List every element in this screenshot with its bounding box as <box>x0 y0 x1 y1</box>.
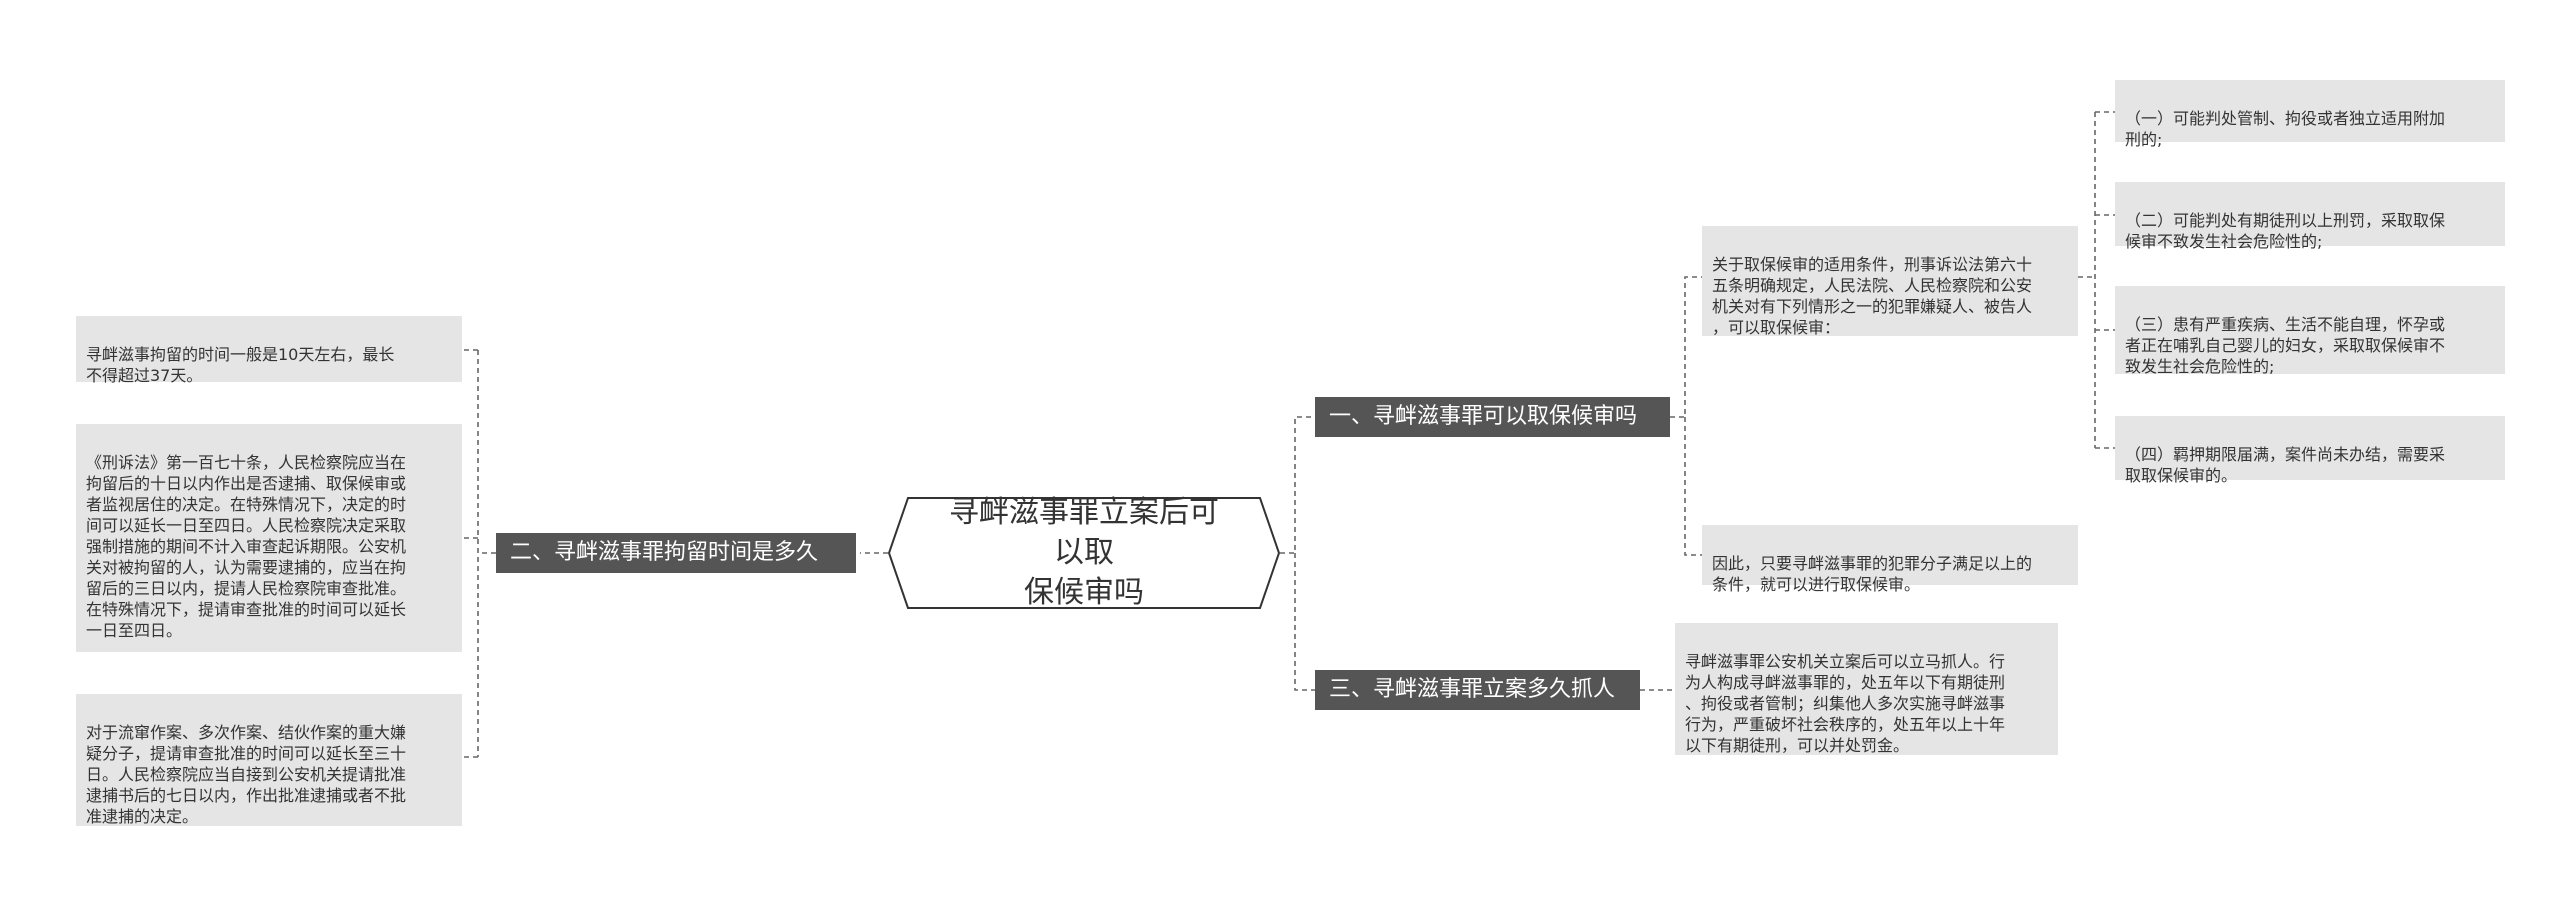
condition-item-2-text: （二）可能判处有期徒刑以上刑罚，采取取保 候审不致发生社会危险性的; <box>2125 211 2446 251</box>
link-b1-conditions <box>1670 276 1702 418</box>
b3-leaf-1-text: 寻衅滋事罪公安机关立案后可以立马抓人。行 为人构成寻衅滋事罪的，处五年以下有期徒… <box>1685 652 2006 755</box>
condition-item-3-text: （三）患有严重疾病、生活不能自理，怀孕或 者正在哺乳自己婴儿的妇女，采取取保候审… <box>2125 315 2446 376</box>
b2-leaf-3[interactable]: 对于流窜作案、多次作案、结伙作案的重大嫌 疑分子，提请审查批准的时间可以延长至三… <box>76 694 462 826</box>
root-hexagon-shape <box>888 497 1280 609</box>
b2-leaf-1-text: 寻衅滋事拘留的时间一般是10天左右，最长 不得超过37天。 <box>86 345 395 385</box>
condition-item-4-text: （四）羁押期限届满，案件尚未办结，需要采 取取保候审的。 <box>2125 445 2446 485</box>
b2-leaf-2[interactable]: 《刑诉法》第一百七十条，人民检察院应当在 拘留后的十日以内作出是否逮捕、取保候审… <box>76 424 462 652</box>
link-b1-conclusion <box>1684 417 1702 556</box>
root-topic[interactable]: 寻衅滋事罪立案后可以取 保候审吗 <box>888 495 1280 610</box>
link-root-b3 <box>1294 553 1315 691</box>
b1-conditions-text: 关于取保候审的适用条件，刑事诉讼法第六十 五条明确规定，人民法院、人民检察院和公… <box>1712 255 2033 337</box>
root-title: 寻衅滋事罪立案后可以取 保候审吗 <box>949 495 1219 610</box>
b1-conclusion-leaf[interactable]: 因此，只要寻衅滋事罪的犯罪分子满足以上的 条件，就可以进行取保候审。 <box>1702 525 2078 594</box>
branch-2[interactable]: 二、寻衅滋事罪拘留时间是多久 <box>496 533 856 573</box>
condition-item-2[interactable]: （二）可能判处有期徒刑以上刑罚，采取取保 候审不致发生社会危险性的; <box>2115 182 2505 251</box>
branch-2-label: 二、寻衅滋事罪拘留时间是多久 <box>510 540 819 565</box>
branch-3[interactable]: 三、寻衅滋事罪立案多久抓人 <box>1315 670 1640 710</box>
b1-conditions-leaf[interactable]: 关于取保候审的适用条件，刑事诉讼法第六十 五条明确规定，人民法院、人民检察院和公… <box>1702 226 2078 337</box>
condition-item-1[interactable]: （一）可能判处管制、拘役或者独立适用附加 刑的; <box>2115 80 2505 149</box>
branch-3-label: 三、寻衅滋事罪立案多久抓人 <box>1329 677 1616 702</box>
b1-conclusion-text: 因此，只要寻衅滋事罪的犯罪分子满足以上的 条件，就可以进行取保候审。 <box>1712 554 2033 594</box>
branch-1-label: 一、寻衅滋事罪可以取保候审吗 <box>1329 404 1638 429</box>
branch-1[interactable]: 一、寻衅滋事罪可以取保候审吗 <box>1315 397 1670 437</box>
link-root-b1 <box>1280 416 1315 554</box>
b2-leaf-3-text: 对于流窜作案、多次作案、结伙作案的重大嫌 疑分子，提请审查批准的时间可以延长至三… <box>86 723 407 826</box>
b2-leaf-2-text: 《刑诉法》第一百七十条，人民检察院应当在 拘留后的十日以内作出是否逮捕、取保候审… <box>86 453 407 640</box>
b2-leaf-1[interactable]: 寻衅滋事拘留的时间一般是10天左右，最长 不得超过37天。 <box>76 316 462 385</box>
b3-leaf-1[interactable]: 寻衅滋事罪公安机关立案后可以立马抓人。行 为人构成寻衅滋事罪的，处五年以下有期徒… <box>1675 623 2058 755</box>
condition-item-1-text: （一）可能判处管制、拘役或者独立适用附加 刑的; <box>2125 109 2446 149</box>
condition-item-4[interactable]: （四）羁押期限届满，案件尚未办结，需要采 取取保候审的。 <box>2115 416 2505 485</box>
condition-item-3[interactable]: （三）患有严重疾病、生活不能自理，怀孕或 者正在哺乳自己婴儿的妇女，采取取保候审… <box>2115 286 2505 376</box>
